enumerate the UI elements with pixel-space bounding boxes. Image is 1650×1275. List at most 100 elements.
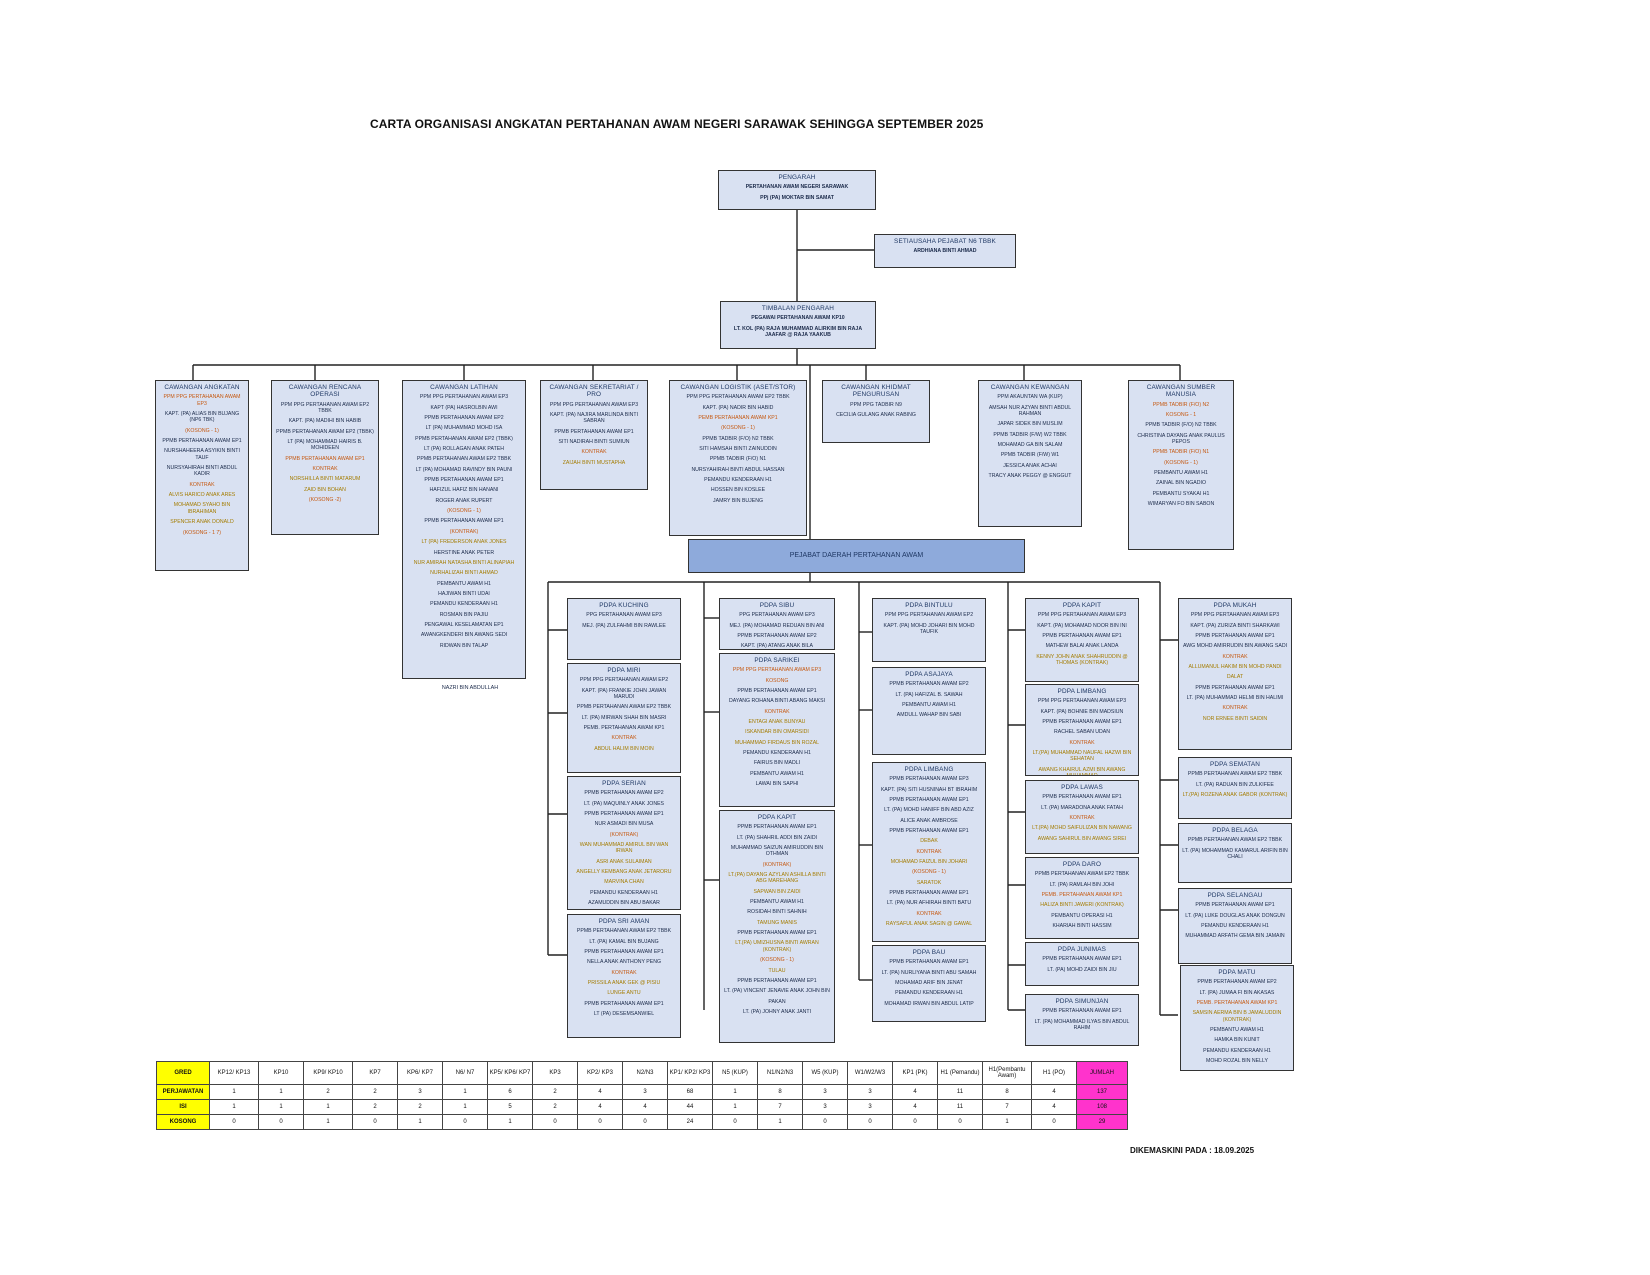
grade-cell: 0 <box>937 1114 983 1130</box>
box-line: MUHAMMAD ARFATH GEMA BIN JAMAIN <box>1185 933 1285 940</box>
box-line: PPMB PERTAHANAN AWAM EP1 <box>1042 956 1122 963</box>
grade-header-cell: JUMLAH <box>1076 1061 1128 1085</box>
box-line: PPMB PERTAHANAN AWAM EP2 TBBK <box>1187 771 1283 778</box>
box-line: PPMB TADBIR (F/W) W2 TBBK <box>993 431 1067 438</box>
box-line: DAYANG ROHANA BINTI ABANG MAKSI <box>728 698 826 705</box>
box-line: KAPT. (PA) MOHAMAD NOOR BIN INI <box>1037 622 1127 629</box>
grade-row-label: KOSONG <box>156 1114 210 1130</box>
box-heading: CAWANGAN LOGISTIK (ASET/STOR) <box>680 384 796 391</box>
box-line: PPM PPG PERTAHANAN AWAM EP3 <box>549 401 639 408</box>
box-line: KONTRAK <box>916 848 942 855</box>
box-line: SAMSIN AERMA BIN B JAMALUDDIN (KONTRAK) <box>1192 1010 1282 1023</box>
cawangan-logistik-box: CAWANGAN LOGISTIK (ASET/STOR)PPM PPG PER… <box>669 380 807 536</box>
box-line: KONTRAK <box>1222 653 1248 660</box>
box-line: LT (PA) MOHAMMAD HAIRIS B. MOHIDEEN <box>287 439 363 452</box>
box-line: MUHAMMAD FIRDAUS BIN ROZAL <box>734 739 820 746</box>
grade-cell: 0 <box>847 1114 893 1130</box>
setiausaha-box: SETIAUSAHA PEJABAT N6 TBBK ARDHIANA BINT… <box>874 234 1016 268</box>
box-line: PPMB PERTAHANAN AWAM EP1 <box>737 977 817 984</box>
box-line: RAYSAFUL ANAK SAGIN @ GAWAL <box>885 921 973 928</box>
box-line: SPENCER ANAK DONALD <box>170 519 234 526</box>
box-line: LT. (PA) MOHD HANIFF BIN ABD AZIZ <box>884 807 974 814</box>
box-line: RIDWAN BIN TALAP <box>439 642 489 649</box>
box-line: MEJ. (PA) MOHAMAD REDUAN BIN ANI <box>729 622 825 629</box>
box-line: KAPT. (PA) NADIR BIN HABID <box>702 404 774 411</box>
box-line: LT. (PA) MAQUINLY ANAK JONES <box>583 800 665 807</box>
box-line: KOSONG <box>765 677 789 684</box>
grade-cell: 8 <box>982 1084 1032 1100</box>
grade-cell: 1 <box>982 1114 1032 1130</box>
box-line: PPM PPG PERTAHANAN AWAM EP3 <box>163 394 241 407</box>
box-line: NORSHILLA BINTI MATARUM <box>289 476 361 483</box>
box-line: (KOSONG - 1) <box>912 869 946 876</box>
grade-cell: 0 <box>1031 1114 1077 1130</box>
grade-cell: 1 <box>397 1114 443 1130</box>
box-line: PEMBANTU SYAKAI H1 <box>1152 490 1210 497</box>
box-line: KAPT. (PA) FRANKIE JOHN JAWAN MARUDI <box>581 687 667 701</box>
box-line: LT (PA) ROLLAGAN ANAK PATEH <box>424 446 504 453</box>
box-heading: CAWANGAN LATIHAN <box>430 384 498 391</box>
box-line: ISKANDAR BIN OMARSIDI <box>745 729 809 736</box>
box-line: MOHAMAD FAIZUL BIN JOHARI <box>890 859 968 866</box>
box-line: LT. (PA) NURLIYANA BINTI ABU SAMAH <box>881 969 977 976</box>
box-line: (KONTRAK) <box>449 528 479 535</box>
grade-cell: 0 <box>892 1114 938 1130</box>
grade-cell: 0 <box>712 1114 758 1130</box>
box-line: LT. (PA) RAMLAH BIN JOHI <box>1049 881 1115 888</box>
box-line: MOHAMAD IRWAN BIN ABDUL LATIP <box>884 1000 974 1007</box>
box-line: NUR ASMADI BIN MUSA <box>594 821 654 828</box>
box-heading: PDPA SERIAN <box>602 780 646 787</box>
box-heading: PDPA MUKAH <box>1213 602 1257 609</box>
box-line: PPMB PERTAHANAN AWAM EP1 <box>737 930 817 937</box>
grade-cell: 0 <box>802 1114 848 1130</box>
box-line: HAFIZUL HAFIZ BIN HANANI <box>429 487 499 494</box>
box-line: PEMANDU KENDERAAN H1 <box>704 477 772 484</box>
box-line: PPMB PERTAHANAN AWAM EP1 <box>424 518 504 525</box>
box-line: (KOSONG - 1) <box>1164 459 1198 466</box>
box-line: PPMB PERTAHANAN AWAM EP2 TBBK <box>1187 837 1283 844</box>
box-line: LT. (PA) HAFIZAL B. SAWAH <box>895 691 963 698</box>
box-line: PPM PPG PERTAHANAN AWAM EP3 <box>1037 612 1127 619</box>
grade-header-cell: KP7 <box>352 1061 398 1085</box>
grade-cell: 0 <box>532 1114 578 1130</box>
grade-cell: 0 <box>577 1114 623 1130</box>
box-line: ZAINAL BIN NGADIO <box>1156 480 1206 487</box>
box-line: MARVINA CHAN <box>604 879 644 886</box>
box-line: KAPT. (PA) BOHNIE BIN MADSIUN <box>1040 708 1124 715</box>
box-line: KAPT. (PA) ALIAS BIN BUJANG (NP6 TBK) <box>164 411 240 424</box>
box-line: PEMANDU KENDERAAN H1 <box>743 750 811 757</box>
box-line: PEMANDU KENDERAAN H1 <box>430 601 498 608</box>
box-line: PPMB PERTAHANAN AWAM EP1 <box>584 949 664 956</box>
grade-row-label: PERJAWATAN <box>156 1084 210 1100</box>
box-line: PPMB PERTAHANAN AWAM EP2 <box>424 415 504 422</box>
grade-cell: 4 <box>577 1099 623 1115</box>
box-heading: PDPA DARO <box>1062 861 1102 868</box>
box-line: MOHD ROZAL BIN NELLY <box>1206 1058 1268 1065</box>
box-line: PEMBANTU AWAM H1 <box>750 899 804 906</box>
box-line: PPMB TADBIR (F/O) N1 <box>1152 449 1210 456</box>
box-line: MATHEW BALAI ANAK LANDA <box>1045 643 1119 650</box>
box-line: KONTRAK <box>1069 815 1095 822</box>
grade-cell: 4 <box>1031 1084 1077 1100</box>
box-line: ROSIDAH BINTI SAHNIH <box>747 909 807 916</box>
page-title: CARTA ORGANISASI ANGKATAN PERTAHANAN AWA… <box>370 117 984 131</box>
box-line: PPM PPG PERTAHANAN AWAM EP2 <box>579 677 669 684</box>
box-line: LT.(PA) ROZENA ANAK GABOR (KONTRAK) <box>1182 792 1288 799</box>
grade-header-cell: N5 (KUP) <box>712 1061 758 1085</box>
grade-header-cell: KP1/ KP2/ KP3 <box>667 1061 713 1085</box>
grade-cell: 2 <box>352 1099 398 1115</box>
box-line: PEMBANTU AWAM H1 <box>1210 1027 1264 1034</box>
grade-cell: 1 <box>209 1099 259 1115</box>
box-line: KONTRAK <box>611 735 637 742</box>
box-line: KONTRAK <box>1069 739 1095 746</box>
